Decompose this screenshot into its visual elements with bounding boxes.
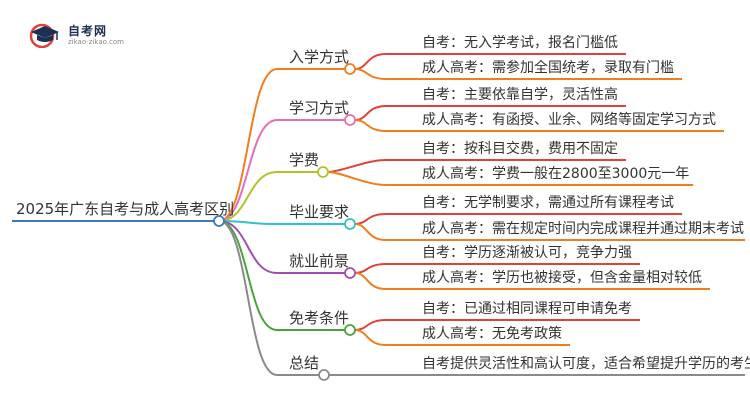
branch-connector-1 (218, 119, 355, 222)
leaf-label-5-0: 自考：已通过相同课程可申请免考 (422, 301, 632, 317)
leaf-label-1-0: 自考：主要依靠自学，灵活性高 (422, 87, 618, 103)
branch-connector-6 (218, 220, 325, 376)
leaf-label-1-1: 成人高考：有函授、业余、网络等固定学习方式 (422, 112, 716, 128)
leaf-connector-3-1 (354, 223, 745, 241)
branch-node-0 (344, 63, 356, 75)
logo-url: zikao-zikao.com (68, 38, 124, 46)
leaf-connector-5-1 (354, 329, 570, 346)
branch-node-2 (317, 166, 329, 178)
branch-node-3 (344, 218, 356, 230)
leaf-label-2-0: 自考：按科目交费，费用不固定 (422, 141, 618, 157)
leaf-label-6-0: 自考提供灵活性和高认可度，适合希望提升学历的考生。 (422, 356, 750, 372)
leaf-connector-4-1 (354, 272, 710, 290)
leaf-label-0-0: 自考：无入学考试，报名门槛低 (422, 35, 618, 51)
branch-connector-4 (218, 220, 355, 274)
root-topic: 2025年广东自考与成人高考区别 (16, 200, 235, 218)
branch-label-4: 就业前景 (289, 252, 350, 270)
site-logo[interactable]: 自考网 zikao-zikao.com (28, 22, 168, 48)
branch-connector-0 (218, 68, 355, 222)
leaf-connector-1-1 (354, 119, 724, 132)
branch-label-5: 免考条件 (289, 309, 350, 327)
branch-label-0: 入学方式 (289, 48, 350, 66)
leaf-label-5-1: 成人高考：无免考政策 (422, 326, 562, 342)
branch-connector-2 (218, 171, 325, 222)
leaf-label-4-1: 成人高考：学历也被接受，但含金量相对较低 (422, 270, 702, 286)
leaf-label-3-0: 自考：无学制要求，需通过所有课程考试 (422, 195, 674, 211)
leaf-connector-0-1 (354, 68, 682, 80)
leaf-label-4-0: 自考：学历逐渐被认可，竞争力强 (422, 245, 632, 261)
branch-label-1: 学习方式 (289, 99, 350, 117)
leaf-connector-2-1 (327, 171, 694, 186)
branch-label-3: 毕业要求 (289, 203, 350, 221)
branch-connector-5 (218, 220, 355, 331)
branch-label-2: 学费 (289, 151, 320, 169)
root-node (213, 215, 225, 227)
branch-label-6: 总结 (289, 354, 320, 372)
branch-node-5 (344, 324, 356, 336)
branch-node-4 (344, 267, 356, 279)
leaf-label-2-1: 成人高考：学费一般在2800至3000元一年 (422, 166, 690, 182)
branch-connector-3 (218, 220, 355, 225)
branch-node-1 (344, 114, 356, 126)
leaf-label-0-1: 成人高考：需参加全国统考，录取有门槛 (422, 60, 674, 76)
graduation-cap-icon (29, 23, 59, 48)
logo-title: 自考网 (68, 24, 108, 38)
branch-node-6 (318, 369, 330, 381)
leaf-label-3-1: 成人高考：需在规定时间内完成课程并通过期末考试 (422, 221, 744, 237)
